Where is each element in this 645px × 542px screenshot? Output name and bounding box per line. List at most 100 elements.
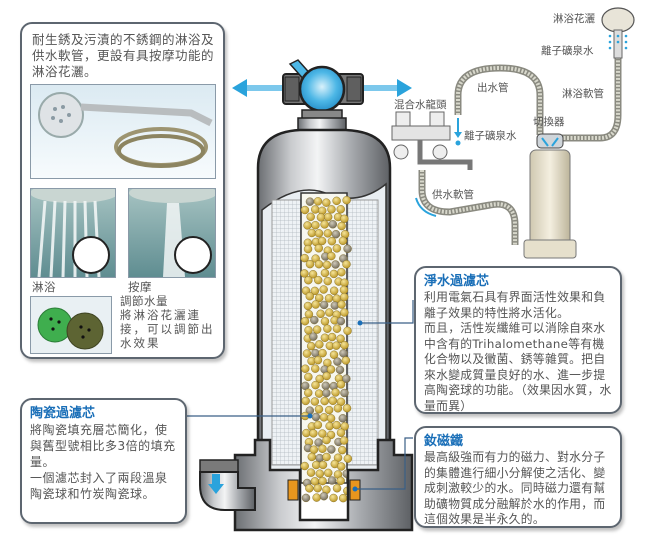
shower-mode-photo [30,188,116,278]
ceramic-ball [318,476,327,486]
ceramic-ball [315,293,324,303]
ceramic-ball [304,276,313,285]
ceramic-ball [322,371,331,381]
purify-filter-panel: 淨水過濾芯 利用電氣石具有界面活性效果和負離子效果的特性將水活化。 而且，活性炭… [414,266,622,414]
ceramic-ball [300,461,309,471]
ceramic-ball [322,388,331,398]
label-mixer-tap: 混合水龍頭 [394,99,447,111]
ceramic-ball [302,349,312,358]
ceramic-ball [306,341,316,351]
ceramic-ball [304,372,313,382]
ceramic-ball [322,260,332,270]
ceramic-ball [311,205,320,214]
ceramic-ball [336,316,346,326]
ceramic-ball [300,317,310,326]
ceramic-ball [305,292,314,301]
ceramic-ball [329,269,339,279]
ceramic-ball [314,229,324,238]
ceramic-ball [338,493,348,503]
magnet-panel: 釹磁鐵 最高級強而有力的磁力、對水分子的集體進行細小分解使之活化、變成刺激較少的… [414,426,622,528]
ceramic-ball [327,332,337,342]
ceramic-ball [342,404,352,413]
ceramic-ball [316,309,325,318]
ceramic-ball [320,333,330,342]
ceramic-ball [311,221,320,230]
ceramic-ball [310,315,319,325]
ceramic-ball [340,292,349,302]
ceramic-ball [326,365,336,374]
ceramic-ball [332,196,341,206]
ceramic-ball [340,388,349,398]
ceramic-ball [322,435,331,445]
ceramic-ball [309,429,318,438]
ceramic-ball [314,405,324,414]
adjust-title: 調節水量 [120,294,168,308]
three-way-valve [282,59,364,133]
adjust-text: 將淋浴花灑連接，可以調節出水效果 [120,308,215,350]
label-shower-head: 淋浴花灑 [553,13,595,25]
ceramic-ball [327,205,336,214]
ceramic-ball [332,324,342,333]
ceramic-ball [318,444,327,453]
ceramic-ball [320,220,329,229]
ceramic-ball [331,230,341,239]
ceramic-ball [305,197,315,206]
massage-mode-photo [128,188,216,278]
magnet-title: 釹磁鐵 [424,434,464,449]
ceramic-ball [339,436,349,445]
ceramic-ball [303,221,312,230]
ceramic-ball [332,341,341,350]
ceramic-ball [303,244,313,254]
shower-hose-photo [30,84,216,179]
purify-line-2: 而且，活性炭纖維可以消除自來水中含有的Trihalomethane等有機化合物以… [424,321,612,413]
ceramic-ball [321,381,330,390]
purify-title: 淨水過濾芯 [424,274,490,289]
ceramic-ball [323,324,332,333]
ceramic-ball [323,276,332,286]
ceramic-line-1: 將陶瓷填充層芯簡化，使與舊型號相比多3倍的填充量。 [30,423,176,469]
ceramic-ball [336,334,345,343]
ceramic-ball [315,469,325,478]
ceramic-ball [337,300,346,309]
ceramic-ball [310,397,320,406]
magnet-text: 最高級強而有力的磁力、對水分子的集體進行細小分解使之活化、變成刺激較少的水。同時… [424,450,606,526]
ceramic-ball [320,317,330,326]
ceramic-ball [324,405,334,415]
ceramic-ball [306,212,315,222]
ceramic-ball [333,404,343,413]
ceramic-ball [338,236,348,246]
ceramic-ball [302,428,311,438]
ceramic-ball [311,412,321,422]
ceramic-ball [319,285,328,294]
ceramic-ball [336,428,346,437]
ceramic-ball [342,374,351,383]
ceramic-ball [311,380,320,390]
ceramic-ball [327,445,336,454]
ceramic-ball [305,484,314,493]
ceramic-ball [311,364,320,373]
ceramic-ball [308,270,318,279]
outflow-arrow-right [360,79,412,97]
ceramic-ball [322,452,331,462]
ceramic-ball [312,493,321,502]
ceramic-ball [318,429,327,438]
ceramic-ball [318,348,327,358]
leader-purify [360,300,414,324]
ceramic-ball [311,300,320,309]
ceramic-ball [340,340,349,350]
ceramic-balls [300,196,353,503]
ceramic-ball [337,462,346,471]
ceramic-ball [314,275,323,285]
ceramic-ball [342,260,351,269]
label-switch-valve: 切換器 [533,116,565,128]
mode-label-shower: 淋浴 [32,280,56,294]
ceramic-ball [300,205,310,215]
ceramic-ball [343,244,352,253]
ceramic-ball [312,325,322,334]
outflow-arrow-left [232,79,284,97]
ceramic-filter-panel: 陶瓷過濾芯 將陶瓷填充層芯簡化，使與舊型號相比多3倍的填充量。 一個濾芯封入了兩… [20,398,187,524]
ceramic-ball [319,300,329,310]
ceramic-ball [301,396,310,406]
ceramic-ball [338,445,347,455]
ceramic-ball [340,422,349,431]
